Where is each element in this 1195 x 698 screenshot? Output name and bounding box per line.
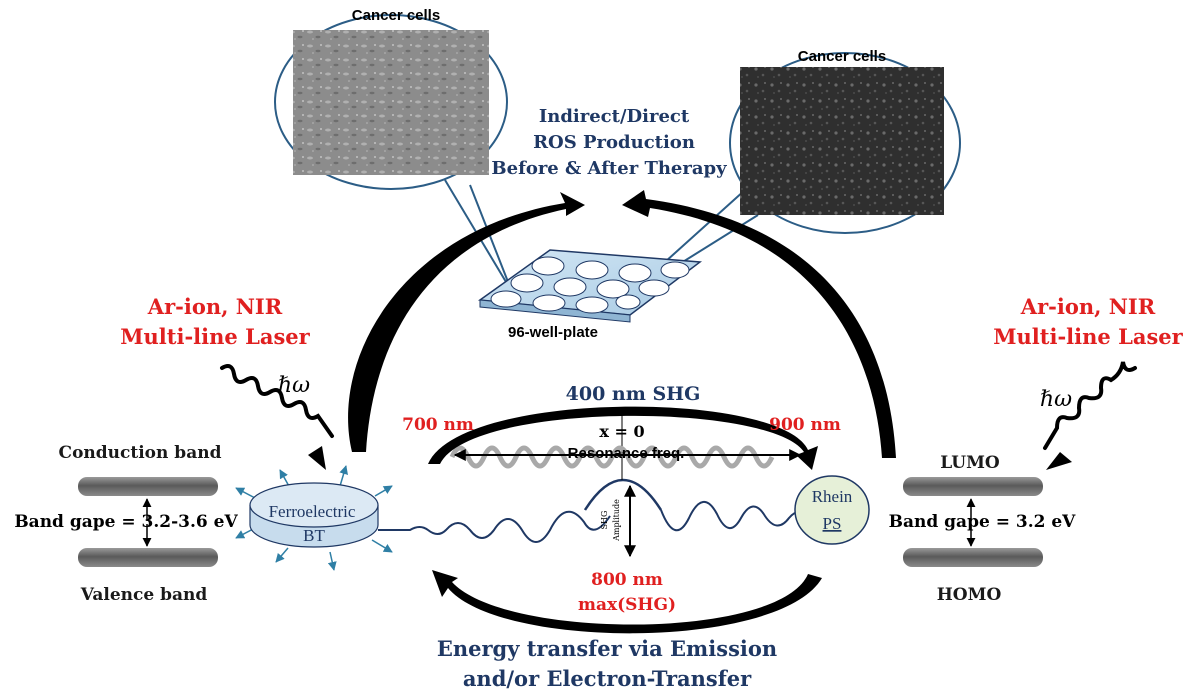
left-laser: Ar-ion, NIR Multi-line Laser ℏω bbox=[120, 294, 334, 470]
top-arc-arrow bbox=[428, 406, 818, 470]
energy-transfer-text: Energy transfer via Emission and/or Elec… bbox=[437, 636, 777, 691]
shg-left-wavelength: 700 nm bbox=[402, 415, 474, 435]
lumo-label: LUMO bbox=[940, 453, 1000, 473]
spring-coil bbox=[449, 445, 775, 469]
right-cells-label: Cancer cells bbox=[798, 48, 886, 65]
left-laser-line-2: Multi-line Laser bbox=[120, 324, 310, 349]
right-wave bbox=[660, 501, 841, 531]
lumo-bar bbox=[903, 477, 1043, 496]
x0-label: x = 0 bbox=[599, 422, 644, 441]
right-cells-image bbox=[740, 67, 944, 215]
rhein-ps: Rhein PS bbox=[794, 475, 870, 545]
valence-band-label: Valence band bbox=[80, 585, 208, 605]
left-up-arrow bbox=[348, 192, 585, 452]
plate-label: 96-well-plate bbox=[508, 324, 598, 341]
right-band-gap-label: Band gape = 3.2 eV bbox=[889, 512, 1077, 532]
bottom-arc-arrow bbox=[432, 570, 822, 634]
energy-line-1: Energy transfer via Emission bbox=[437, 636, 777, 661]
energy-transfer-arc: 800 nm max(SHG) bbox=[432, 570, 822, 634]
left-cells-label: Cancer cells bbox=[352, 7, 440, 24]
right-cells-callout: Cancer cells bbox=[624, 48, 961, 299]
ferroelectric-line-1: Ferroelectric bbox=[269, 502, 356, 521]
ps-line-2: PS bbox=[823, 514, 842, 533]
amplitude-label-1: SHG bbox=[600, 511, 609, 530]
right-band-diagram: LUMO Band gape = 3.2 eV HOMO bbox=[889, 453, 1077, 605]
left-photon-symbol: ℏω bbox=[278, 373, 310, 398]
resonance-spring: Resonance freq. x = 0 bbox=[449, 422, 802, 469]
left-photon-arrowhead bbox=[308, 446, 326, 470]
ferroelectric-disk: Ferroelectric BT bbox=[235, 465, 393, 571]
left-laser-line-1: Ar-ion, NIR bbox=[147, 294, 283, 319]
ros-text-block: Indirect/Direct ROS Production Before & … bbox=[491, 106, 727, 179]
well-plate: 96-well-plate bbox=[477, 249, 703, 341]
max-shg-label: max(SHG) bbox=[578, 595, 676, 615]
right-laser-line-2: Multi-line Laser bbox=[993, 324, 1183, 349]
left-band-diagram: Conduction band Band gape = 3.2-3.6 eV V… bbox=[14, 443, 238, 605]
valence-band-bar bbox=[78, 548, 218, 567]
shg-title: 400 nm SHG bbox=[566, 383, 701, 405]
center-wavelength: 800 nm bbox=[591, 570, 663, 590]
left-wave bbox=[378, 510, 611, 543]
left-cells-callout: Cancer cells bbox=[274, 7, 513, 293]
resonance-label: Resonance freq. bbox=[568, 445, 685, 462]
right-photon-symbol: ℏω bbox=[1040, 387, 1072, 412]
ps-circle bbox=[794, 475, 870, 545]
left-cells-image bbox=[293, 30, 489, 175]
homo-label: HOMO bbox=[937, 585, 1002, 605]
conduction-band-label: Conduction band bbox=[59, 443, 222, 463]
ferroelectric-line-2: BT bbox=[303, 526, 325, 545]
energy-line-2: and/or Electron-Transfer bbox=[463, 666, 752, 691]
right-photon-wave bbox=[1043, 361, 1137, 450]
amplitude-label-2: Amplitude bbox=[612, 499, 621, 542]
right-photon-arrowhead bbox=[1046, 452, 1072, 470]
ros-line-1: Indirect/Direct bbox=[539, 106, 690, 127]
homo-bar bbox=[903, 548, 1043, 567]
right-laser-line-1: Ar-ion, NIR bbox=[1020, 294, 1156, 319]
shg-right-wavelength: 900 nm bbox=[769, 415, 841, 435]
center-peak bbox=[583, 478, 663, 511]
left-band-gap-label: Band gape = 3.2-3.6 eV bbox=[14, 512, 238, 532]
conduction-band-bar bbox=[78, 477, 218, 496]
upward-arrows bbox=[348, 190, 896, 458]
ros-line-3: Before & After Therapy bbox=[491, 158, 727, 179]
right-laser: Ar-ion, NIR Multi-line Laser ℏω bbox=[993, 294, 1184, 470]
right-up-arrow bbox=[622, 190, 896, 458]
shg-top-arc: 400 nm SHG 700 nm 900 nm bbox=[402, 383, 841, 470]
ps-line-1: Rhein bbox=[812, 487, 853, 506]
ros-line-2: ROS Production bbox=[533, 132, 695, 153]
left-photon-wave bbox=[220, 364, 334, 438]
